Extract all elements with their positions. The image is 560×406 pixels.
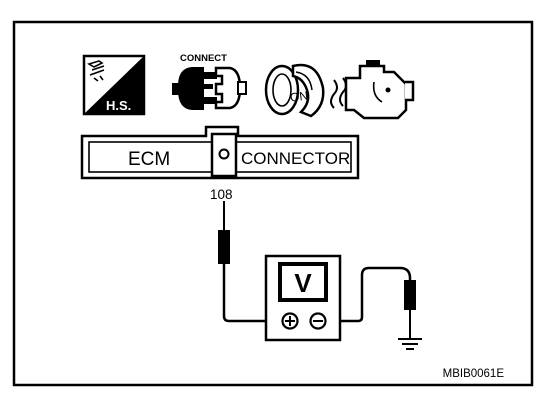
ignition-key-icon: ON xyxy=(264,63,325,118)
ecm-connector: ECM CONNECTOR xyxy=(80,125,360,180)
hs-badge-text: H.S. xyxy=(106,98,131,113)
figure-id: MBIB0061E xyxy=(443,368,505,380)
terminal-number: 108 xyxy=(210,187,233,202)
connector-right-label: CONNECTOR xyxy=(241,149,350,168)
engine-icon xyxy=(330,60,415,120)
ground-symbol xyxy=(398,338,422,350)
connect-label: CONNECT xyxy=(180,53,227,64)
voltmeter-label: V xyxy=(294,268,312,298)
connector-disconnect-icon: CONNECT xyxy=(172,53,247,110)
hs-badge-icon: H.S. xyxy=(82,54,146,116)
ignition-on-text: ON xyxy=(289,88,309,104)
test-leads xyxy=(218,201,416,338)
voltmeter: V xyxy=(264,254,342,342)
connector-left-label: ECM xyxy=(128,149,170,170)
